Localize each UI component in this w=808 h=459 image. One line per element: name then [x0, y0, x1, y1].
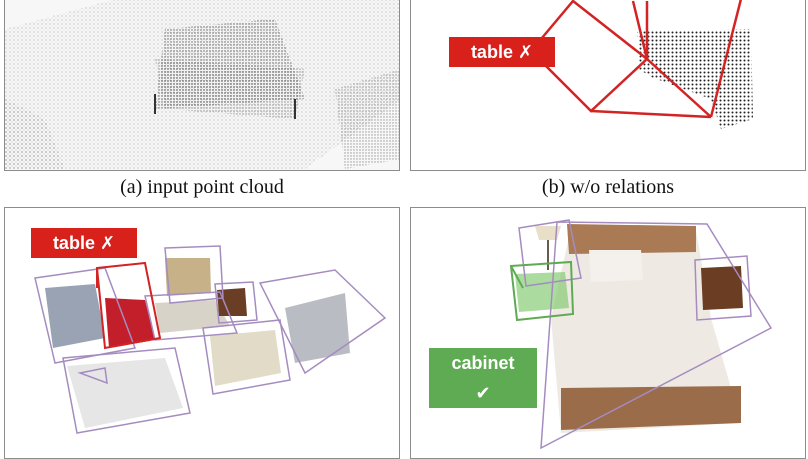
caption-input-point-cloud: (a) input point cloud	[120, 176, 284, 198]
label-cabinet-correct: cabinet ✔	[429, 348, 537, 408]
label-table-wrong: table ✗	[449, 37, 555, 67]
panel-input-point-cloud	[4, 0, 400, 171]
caption-without-relations: (b) w/o relations	[541, 176, 675, 198]
label-table-wrong-relations: table ✗	[31, 228, 137, 258]
panel-without-relations: table ✗	[410, 0, 806, 171]
bed-scene-boxes	[509, 219, 773, 450]
scene-objects-boxes	[34, 245, 387, 434]
point-cloud-scene	[5, 0, 399, 170]
panel-scene-correct: cabinet ✔	[410, 207, 806, 459]
panel-scene-wrong: table ✗	[4, 207, 400, 459]
table-detection-scene	[529, 0, 753, 129]
